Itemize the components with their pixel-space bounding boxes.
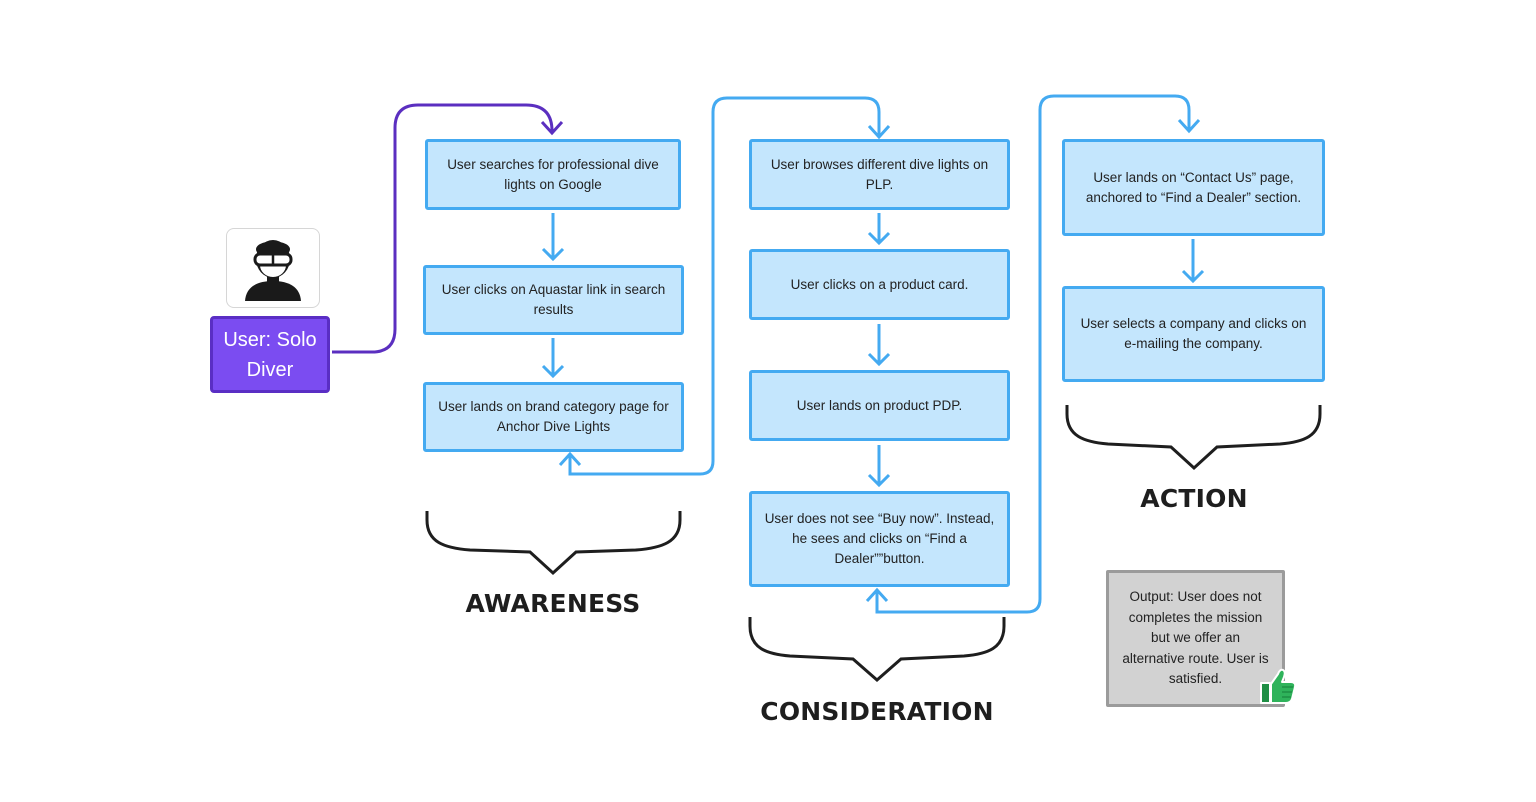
- action-step-1: User lands on “Contact Us” page, anchore…: [1062, 139, 1325, 236]
- consideration-to-action-connector: [875, 94, 1191, 614]
- stage-label-awareness: AWARENESS: [465, 589, 641, 618]
- consideration-arrow-2: [867, 324, 891, 367]
- action-step-2: User selects a company and clicks on e-m…: [1062, 286, 1325, 382]
- persona-label: User: Solo Diver: [210, 316, 330, 393]
- awareness-arrow-2: [541, 338, 565, 379]
- action-arrow-1: [1181, 239, 1205, 284]
- consideration-step-2: User clicks on a product card.: [749, 249, 1010, 320]
- output-note: Output: User does not completes the miss…: [1106, 570, 1285, 707]
- consideration-step-1: User browses different dive lights on PL…: [749, 139, 1010, 210]
- thumbs-up-icon: [1260, 668, 1297, 704]
- awareness-step-3: User lands on brand category page for An…: [423, 382, 684, 452]
- consideration-arrow-1: [867, 213, 891, 246]
- consideration-step-4: User does not see “Buy now”. Instead, he…: [749, 491, 1010, 587]
- awareness-brace: [425, 511, 682, 576]
- awareness-arrow-1: [541, 213, 565, 262]
- awareness-to-consideration-connector: [568, 96, 881, 476]
- arrowhead-icon: [865, 118, 1201, 603]
- awareness-step-1: User searches for professional dive ligh…: [425, 139, 681, 210]
- diver-mask-avatar-icon: [245, 240, 301, 301]
- stage-label-consideration: CONSIDERATION: [760, 697, 994, 726]
- awareness-step-2: User clicks on Aquastar link in search r…: [423, 265, 684, 335]
- stage-label-action: ACTION: [1140, 484, 1248, 513]
- persona-to-awareness-connector: [332, 103, 554, 354]
- consideration-arrow-3: [867, 445, 891, 488]
- consideration-brace: [748, 617, 1006, 682]
- consideration-step-3: User lands on product PDP.: [749, 370, 1010, 441]
- arrowhead-icon: [540, 120, 564, 136]
- persona-avatar-card: [226, 228, 320, 308]
- action-brace: [1065, 405, 1322, 471]
- arrowhead-icon: [558, 124, 891, 467]
